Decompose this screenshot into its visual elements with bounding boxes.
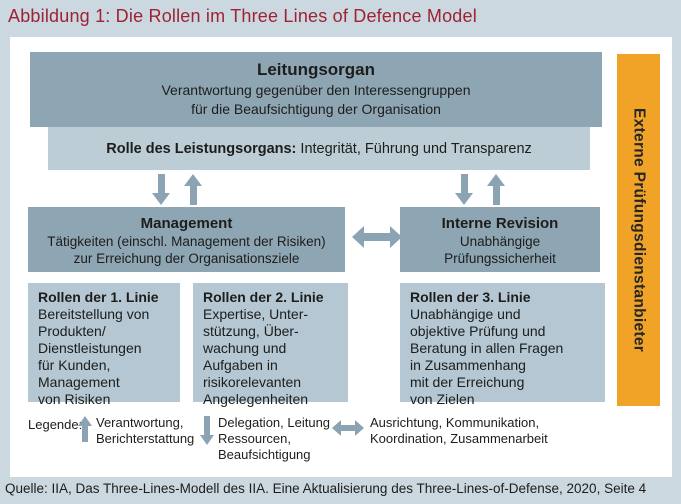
up-arrow-icon — [184, 174, 202, 205]
up-arrow-icon — [487, 174, 505, 205]
leitungsorgan-title: Leitungsorgan — [256, 60, 376, 79]
rollen-2-body: Expertise, Unter- stützung, Über- wachun… — [203, 306, 309, 407]
legend-down-arrow-icon — [200, 416, 214, 445]
down-arrow-icon — [152, 174, 170, 205]
box-rollen-2-linie: Rollen der 2. Linie Expertise, Unter- st… — [193, 283, 348, 407]
source-line: Quelle: IIA, Das Three-Lines-Modell des … — [5, 481, 647, 496]
rollen-3-title: Rollen der 3. Linie — [410, 289, 531, 305]
external-assurance-label: Externe Prüfungsdienstanbieter — [630, 107, 648, 353]
legend-item-delegation: Delegation, Leitung Ressourcen, Beaufsic… — [218, 415, 331, 462]
rollen-1-title: Rollen der 1. Linie — [38, 289, 159, 305]
legend-item-alignment: Ausrichtung, Kommunikation, Koordination… — [370, 415, 548, 446]
rollen-3-body: Unabhängige und objektive Prüfung und Be… — [410, 306, 564, 407]
management-subtitle: Tätigkeiten (einschl. Management der Ris… — [47, 234, 326, 266]
interne-revision-title: Interne Revision — [441, 215, 559, 232]
box-rollen-3-linie: Rollen der 3. Linie Unabhängige und obje… — [400, 283, 605, 407]
box-leitungsorgan: Leitungsorgan Verantwortung gegenüber de… — [30, 52, 602, 127]
box-governing-body-role: Rolle des Leistungsorgans: Integrität, F… — [48, 127, 590, 170]
diagram-panel: Leitungsorgan Verantwortung gegenüber de… — [10, 37, 672, 477]
rollen-2-title: Rollen der 2. Linie — [203, 289, 324, 305]
double-arrow-icon — [352, 226, 402, 248]
figure-title: Abbildung 1: Die Rollen im Three Lines o… — [8, 6, 477, 26]
leitungsorgan-subtitle: Verantwortung gegenüber den Interessengr… — [161, 82, 471, 117]
rollen-1-body: Bereitstellung von Produkten/ Dienstleis… — [38, 306, 150, 407]
governing-role-lead: Rolle des Leistungsorgans: — [106, 140, 297, 157]
legend-double-arrow-icon — [332, 420, 364, 436]
governing-role-text: Rolle des Leistungsorgans: Integrität, F… — [106, 141, 532, 157]
legend-up-arrow-icon — [78, 416, 92, 442]
box-rollen-1-linie: Rollen der 1. Linie Bereitstellung von P… — [28, 283, 180, 407]
legend-label: Legende: — [28, 417, 83, 432]
management-title: Management — [140, 215, 233, 232]
box-management: Management Tätigkeiten (einschl. Managem… — [28, 207, 345, 272]
external-assurance-bar: Externe Prüfungsdienstanbieter — [617, 54, 660, 406]
box-interne-revision: Interne Revision Unabhängige Prüfungssic… — [400, 207, 600, 272]
down-arrow-icon — [455, 174, 473, 205]
interne-revision-subtitle: Unabhängige Prüfungssicherheit — [444, 234, 556, 266]
legend-item-responsibility: Verantwortung, Berichterstattung — [96, 415, 195, 446]
governing-role-rest: Integrität, Führung und Transparenz — [296, 140, 532, 157]
